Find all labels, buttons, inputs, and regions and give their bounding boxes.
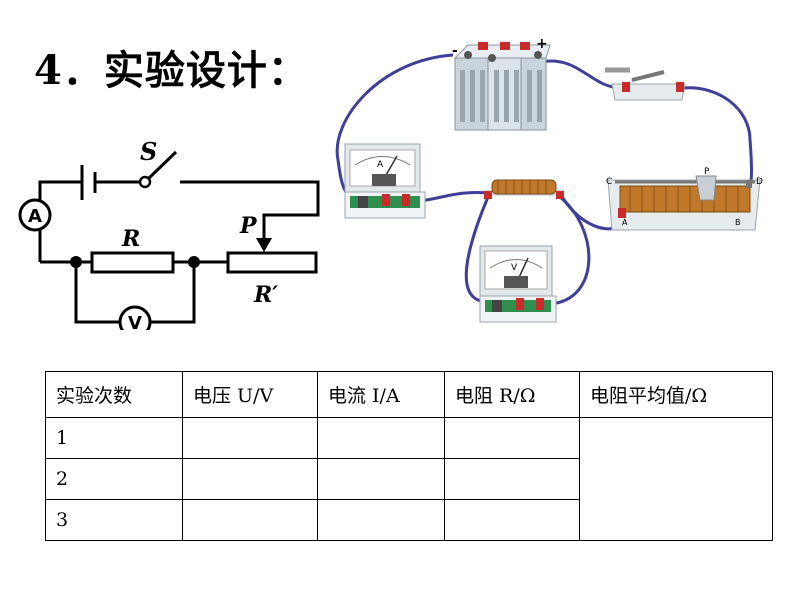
voltmeter-symbol — [118, 305, 152, 330]
slider-label: P — [239, 213, 258, 239]
battery-pack: - + — [452, 36, 551, 131]
ammeter-device: A — [344, 143, 426, 219]
circuit-schematic: A V S R P R′ — [18, 137, 320, 330]
cell-voltage — [182, 499, 318, 541]
battery-plus: + — [536, 36, 548, 52]
cell-resistance — [444, 458, 580, 500]
apparatus-illustration: - + A — [335, 36, 763, 323]
rheostat-label-b: B — [735, 218, 741, 227]
rheostat-label: R′ — [253, 282, 278, 308]
ammeter-symbol — [18, 198, 52, 232]
data-table: 实验次数 电压 U/V 电流 I/A 电阻 R/Ω 电阻平均值/Ω 1 2 3 — [45, 371, 773, 541]
header-resistance: 电阻 R/Ω — [444, 371, 580, 418]
table-row: 2 — [45, 458, 773, 500]
cell-current — [317, 499, 445, 541]
cell-trial: 1 — [45, 417, 183, 459]
header-average-resistance: 电阻平均值/Ω — [579, 371, 773, 418]
rheostat-label-a: A — [622, 218, 628, 227]
switch-label: S — [140, 137, 157, 166]
voltmeter-letter: V — [128, 313, 142, 330]
voltmeter-face-letter: V — [511, 263, 518, 273]
cell-voltage — [182, 417, 318, 459]
cell-average-resistance — [579, 417, 773, 541]
cell-trial: 3 — [45, 499, 183, 541]
cell-current — [317, 417, 445, 459]
resistor-r — [90, 251, 175, 274]
rheostat — [226, 251, 318, 274]
resistor-label: R — [121, 226, 140, 252]
ammeter-face-letter: A — [377, 160, 384, 170]
header-voltage: 电压 U/V — [182, 371, 318, 418]
cell-trial: 2 — [45, 458, 183, 500]
knife-switch — [605, 67, 686, 101]
rheostat-label-c: C — [606, 177, 612, 187]
resistor-device — [484, 179, 564, 199]
voltmeter-device: V — [479, 245, 557, 323]
ammeter-letter: A — [28, 206, 42, 227]
header-trial: 实验次数 — [45, 371, 183, 418]
table-row: 3 — [45, 499, 773, 541]
cell-resistance — [444, 417, 580, 459]
cell-resistance — [444, 499, 580, 541]
cell-voltage — [182, 458, 318, 500]
rheostat-label-d: D — [756, 177, 763, 187]
header-current: 电流 I/A — [317, 371, 445, 418]
rheostat-device: C D P A B — [606, 167, 763, 231]
slide-title: 4．实验设计： — [34, 47, 309, 94]
table-header-row: 实验次数 电压 U/V 电流 I/A 电阻 R/Ω 电阻平均值/Ω — [45, 371, 773, 418]
table-row: 1 — [45, 417, 773, 541]
rheostat-label-p: P — [704, 167, 710, 177]
battery-minus: - — [452, 43, 458, 59]
cell-current — [317, 458, 445, 500]
